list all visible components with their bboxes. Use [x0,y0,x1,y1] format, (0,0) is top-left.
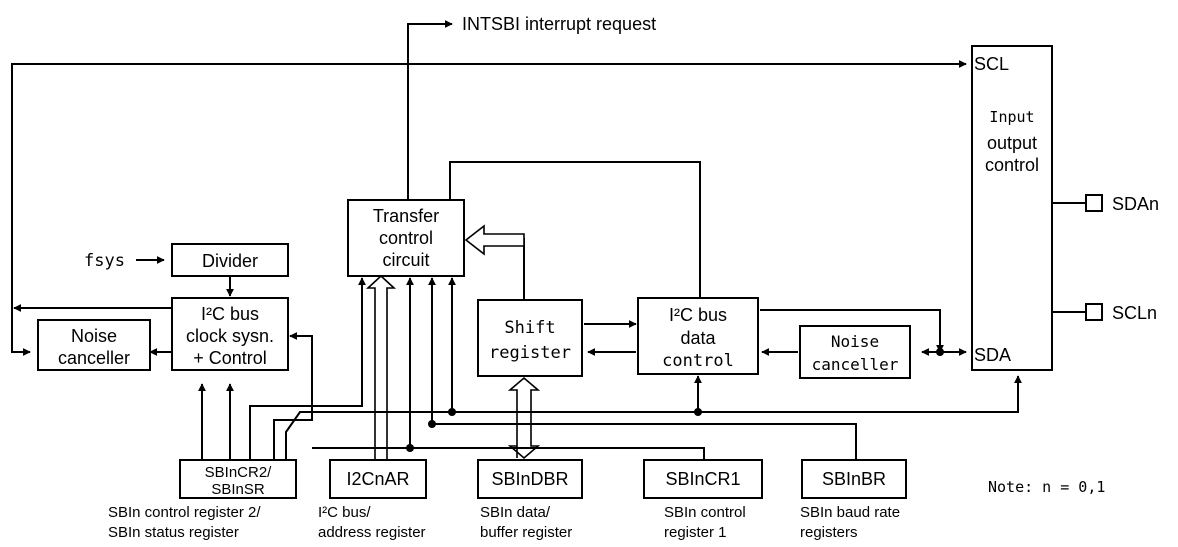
register-sbincr1-desc2: register 1 [664,524,727,541]
register-i2cnar-desc2: address register [318,524,426,541]
register-sbindbr: SBInDBR SBIn data/ buffer register [477,459,583,541]
io-line2: output [987,133,1037,153]
io-control-block: SCL SDA Input output control [971,45,1053,371]
register-sbincr1-name: SBInCR1 [665,469,740,489]
noise-left-line1: Noise [71,326,117,346]
divider-label: Divider [202,251,258,271]
transfer-line3: circuit [382,250,429,270]
shift-line2: register [489,343,571,363]
clock-control-line2: clock sysn. [186,326,274,346]
register-sbincr2-desc2: SBIn status register [108,524,239,541]
register-i2cnar-desc1: I²C bus/ [318,504,371,521]
sda-port-label: SDA [974,345,1011,365]
shift-line1: Shift [504,318,555,338]
data-control-line2: data [680,328,716,348]
scl-pin: SCLn [1085,303,1157,323]
fsys-label: fsys [84,251,125,271]
register-sbindbr-name: SBInDBR [491,469,568,489]
register-i2cnar: I2CnAR I²C bus/ address register [318,459,427,541]
noise-canceller-right-block: Noise canceller [799,325,911,379]
register-sbinbr: SBInBR SBIn baud rate registers [800,459,907,541]
shift-register-block: Shift register [477,299,583,377]
signal-wires [11,20,1086,461]
register-i2cnar-name: I2CnAR [346,469,409,489]
io-line3: control [985,155,1039,175]
register-sbinbr-desc1: SBIn baud rate [800,504,900,521]
register-sbincr2-name1: SBInCR2/ [205,464,273,481]
register-sbinbr-desc2: registers [800,524,858,541]
data-control-line1: I²C bus [669,305,727,325]
clock-control-line1: I²C bus [201,304,259,324]
scl-pin-label: SCLn [1112,303,1157,323]
data-control-block: I²C bus data control [637,297,759,375]
scl-port-label: SCL [974,54,1009,74]
noise-canceller-left-block: Noise canceller [37,319,151,371]
register-sbindbr-desc1: SBIn data/ [480,504,551,521]
register-sbincr2-name2: SBInSR [211,481,265,498]
transfer-line2: control [379,228,433,248]
noise-right-line2: canceller [812,355,899,374]
data-control-line3: control [662,351,734,371]
noise-right-line1: Noise [831,332,879,351]
clock-control-line3: + Control [193,348,267,368]
clock-control-block: I²C bus clock sysn. + Control [171,297,289,371]
register-sbincr2-desc1: SBIn control register 2/ [108,504,261,521]
register-sbindbr-desc2: buffer register [480,524,572,541]
divider-block: Divider [171,243,289,277]
transfer-control-block: Transfer control circuit [347,199,465,277]
register-sbincr1: SBInCR1 SBIn control register 1 [643,459,763,541]
register-sbinbr-name: SBInBR [822,469,886,489]
register-sbincr1-desc1: SBIn control [664,504,746,521]
noise-left-line2: canceller [58,348,130,368]
io-line1: Input [989,108,1034,126]
note-label: Note: n = 0,1 [988,478,1105,496]
transfer-line1: Transfer [373,206,439,226]
interrupt-request-label: INTSBI interrupt request [462,14,656,34]
sda-pin-label: SDAn [1112,194,1159,214]
sda-pin: SDAn [1085,194,1159,214]
register-sbincr2: SBInCR2/ SBInSR SBIn control register 2/… [108,459,297,541]
